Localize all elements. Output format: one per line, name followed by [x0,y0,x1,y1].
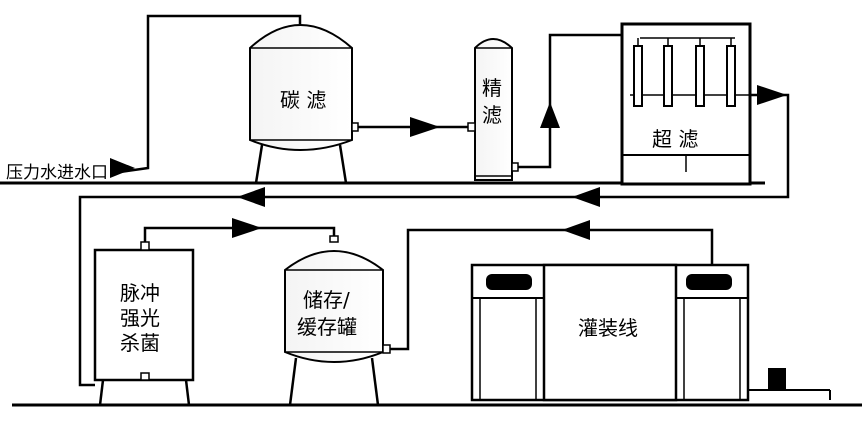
filling-line-label: 灌装线 [578,316,638,340]
storage-tank [284,235,391,406]
arrow-return-1 [572,187,600,207]
sterilizer-label-3: 杀菌 [120,331,160,355]
inlet-pipe [119,14,302,174]
fine-filter-label-2: 滤 [482,103,502,127]
inlet-label: 压力水进水口 [6,163,108,183]
pipe-fine-to-ultra [518,33,622,169]
sterilizer-label-2: 强光 [120,306,160,330]
ultra-filter-label: 超 滤 [652,127,698,151]
arrow-carbon-to-fine [410,117,440,137]
sterilizer-label-1: 脉冲 [120,281,160,305]
ultra-filter-unit [620,22,752,186]
arrow-fine-to-ultra [540,102,560,128]
fine-filter-column [467,38,519,181]
filling-line-machine [470,263,750,402]
arrow-return-2 [237,187,265,207]
arrow-sterilizer-to-storage [232,218,262,238]
arrow-storage-to-filling [562,220,590,240]
carbon-filter-label: 碳 滤 [280,88,326,112]
carbon-filter-tank [249,24,359,184]
inlet-arrow [110,158,135,178]
outlet-pump [748,368,831,400]
storage-label-1: 储存/ [303,288,350,312]
fine-filter-label-1: 精 [482,76,502,100]
arrow-ultra-outlet [757,85,787,105]
storage-label-2: 缓存罐 [297,315,357,339]
pipe-storage-to-filling [390,228,714,351]
pulsed-light-sterilizer [93,241,195,406]
